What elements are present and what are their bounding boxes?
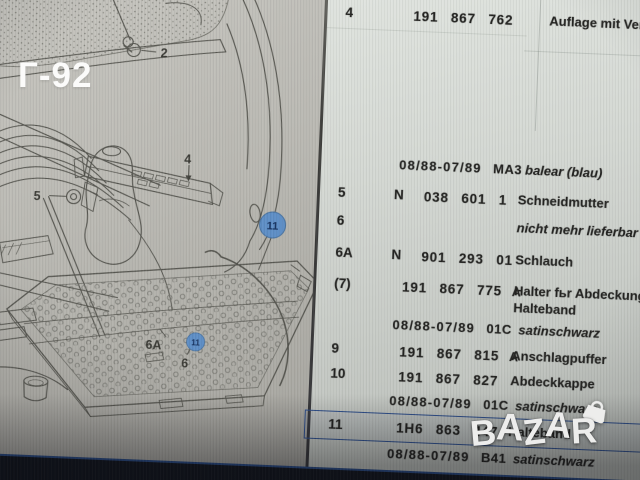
cell-prefix: N [391, 247, 402, 263]
diagram-label-4: 4 [184, 152, 192, 166]
cell-desc: Halteband [513, 300, 577, 318]
shopping-bag-icon [582, 400, 606, 424]
cell-pos: 4 [345, 4, 354, 21]
hatch-aperture-frame [0, 124, 173, 310]
part-number: 191 867 762 [413, 8, 514, 30]
diagram-panel: 2 4 5 6A 6 11 11 [0, 0, 330, 480]
table-row[interactable]: 4 191 867 762 Auflage mit Verkl [327, 4, 640, 37]
clip-part [98, 0, 157, 58]
number: 191 867 827 [398, 369, 499, 389]
bazar-watermark: BAZAR [468, 400, 638, 476]
cell-pos: 9 [331, 340, 340, 356]
number: 901 293 01 [421, 249, 514, 269]
cell-desc: Abdeckkappe [509, 373, 596, 392]
bumper-edge [0, 366, 69, 402]
cell-num: 08/88-07/89 [398, 157, 483, 176]
number: 191 867 815 [399, 344, 500, 364]
diagram-callout-11-small[interactable]: 11 [186, 332, 206, 352]
strap-line [204, 237, 289, 387]
cell-pos: 6A [335, 244, 354, 261]
cell-num: 08/88-07/89 [386, 446, 470, 465]
cell-desc: Schlauch [515, 252, 574, 270]
cell-desc: nicht mehr lieferbar [516, 220, 639, 241]
cell-desc: satinschwarz [518, 322, 601, 341]
cell-pos: 5 [337, 184, 346, 201]
cell-pos: 10 [330, 365, 346, 382]
shelf-support [73, 155, 224, 213]
cell-pos: (7) [333, 275, 352, 292]
parts-diagram: 2 4 5 6A 6 11 11 [0, 0, 319, 418]
diagram-label-5: 5 [33, 189, 41, 203]
cell-code: MA3 [492, 161, 523, 178]
diagram-label-6a: 6A [145, 338, 162, 353]
number: 038 601 1 [423, 189, 508, 208]
number: 191 867 775 [401, 279, 503, 299]
washer-bottle [84, 145, 142, 265]
cell-desc: Auflage mit Verkl [549, 13, 640, 33]
part-number: 191 867 827 [398, 368, 499, 390]
part-number: 038 601 1 [424, 188, 508, 209]
part-number: 901 293 01 [421, 248, 513, 270]
cell-num: 08/88-07/89 [389, 393, 473, 412]
svg-text:11: 11 [191, 338, 200, 347]
table-row[interactable]: 5 N 038 601 1 Schneidmutter [320, 184, 640, 217]
table-grid-hline [524, 50, 640, 57]
table-row[interactable]: 6 nicht mehr lieferbar [318, 212, 640, 245]
photo-label: Г-92 [18, 56, 93, 95]
cell-desc: Schneidmutter [517, 192, 610, 212]
cell-code: 01C [486, 321, 513, 338]
cell-pos: 6 [336, 212, 345, 228]
watermark-letter: A [544, 402, 574, 447]
watermark-letter: R [570, 409, 599, 452]
watermark-letter: B [468, 410, 498, 455]
cell-pos: 11 [327, 416, 343, 433]
cell-desc: balear (blau) [524, 162, 603, 181]
cell-desc: Anschlagpuffer [511, 348, 607, 368]
cell-prefix: N [393, 187, 405, 203]
rear-window-glass [0, 0, 230, 68]
cell-num: 08/88-07/89 [392, 317, 476, 336]
diagram-callout-11[interactable]: 11 [259, 211, 287, 239]
parcel-shelf [5, 260, 319, 418]
number: 191 867 762 [413, 8, 514, 28]
diagram-label-6: 6 [181, 356, 189, 370]
svg-text:11: 11 [266, 220, 278, 232]
left-body-fragments [0, 235, 118, 342]
window-seal [0, 39, 227, 83]
diagram-label-2: 2 [160, 46, 168, 60]
nut-part [49, 189, 82, 205]
